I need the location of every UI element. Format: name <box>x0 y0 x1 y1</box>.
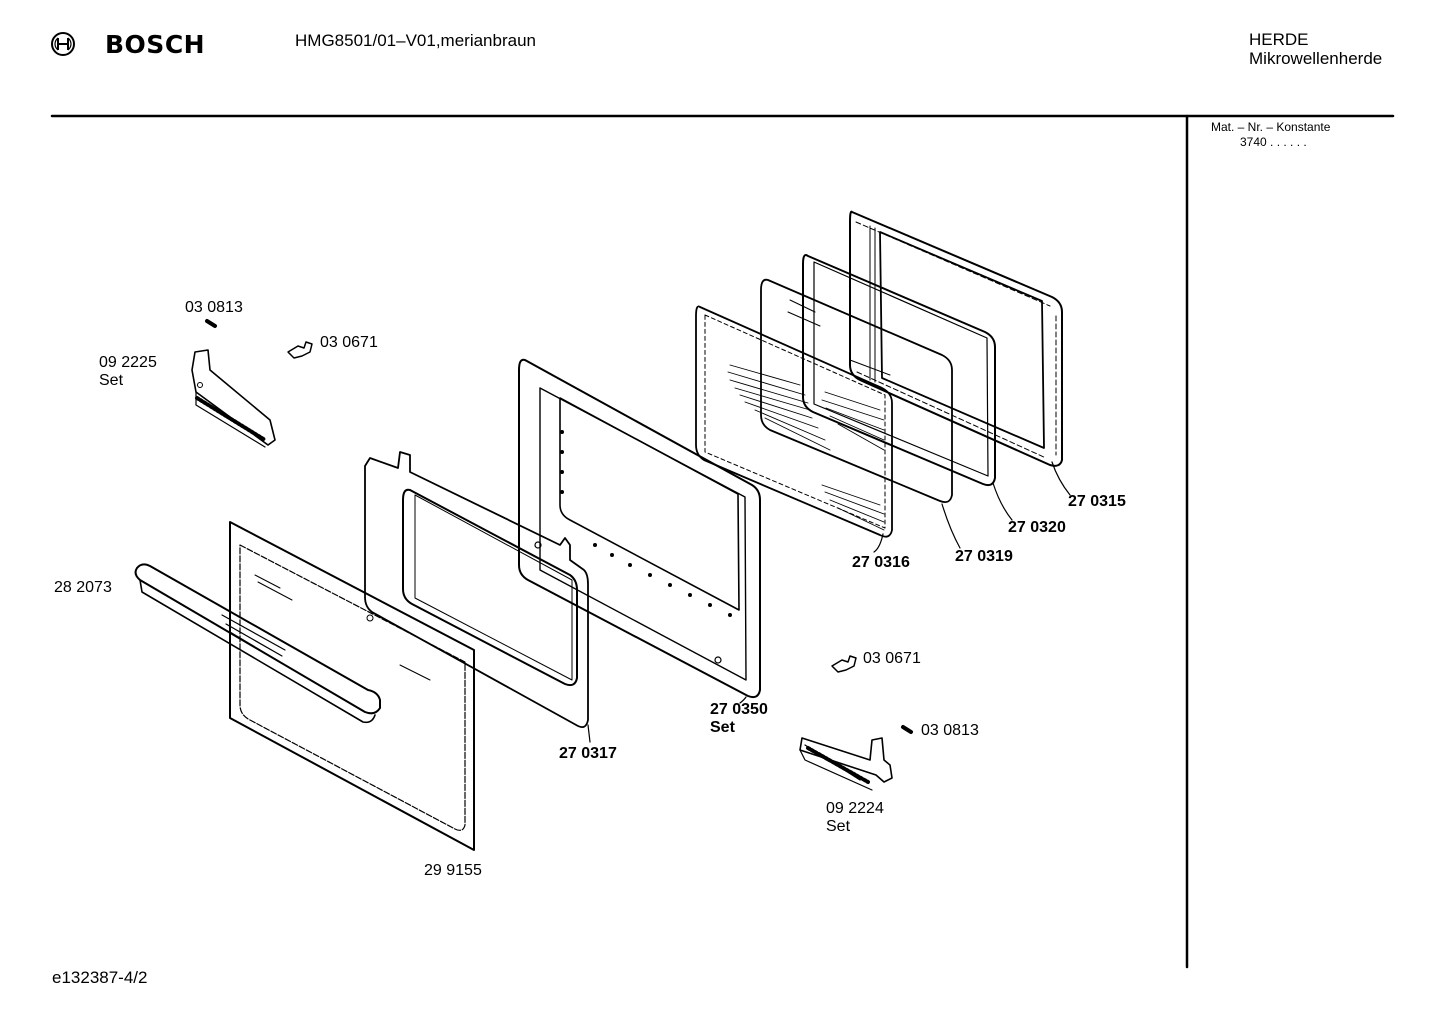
part-label-282073: 28 2073 <box>54 579 112 596</box>
document-id: e132387-4/2 <box>52 968 148 987</box>
mat-nr-label: Mat. – Nr. – Konstante <box>1211 120 1331 134</box>
part-label-270350: 27 0350 <box>710 701 768 718</box>
part-270315-gasket <box>849 210 1063 467</box>
part-label-092225: 09 2225 <box>99 354 157 371</box>
part-label-030671-upper: 03 0671 <box>320 334 378 351</box>
part-label-092224: 09 2224 <box>826 800 884 817</box>
part-030671-clip-lower <box>831 655 857 673</box>
part-label-030671-lower: 03 0671 <box>863 650 921 667</box>
model-number: HMG8501/01–V01,merianbraun <box>295 31 536 50</box>
part-label-299155: 29 9155 <box>424 862 482 879</box>
bosch-logo-icon <box>51 32 75 56</box>
part-270316-mesh-shield <box>695 305 893 538</box>
part-299155-outer-glass <box>229 521 475 851</box>
mat-nr-value: 3740 . . . . . . <box>1240 135 1307 149</box>
part-label-030813-upper: 03 0813 <box>185 299 243 316</box>
part-030813-pin-upper <box>205 319 217 328</box>
part-030671-clip-upper <box>287 341 313 359</box>
part-270319-glass <box>760 278 953 504</box>
category-subtitle: Mikrowellenherde <box>1249 49 1383 68</box>
part-label-270319: 27 0319 <box>955 548 1013 565</box>
category-title: HERDE <box>1249 30 1309 49</box>
part-270350-door-frame <box>518 358 761 699</box>
part-note-092224: Set <box>826 818 851 835</box>
part-270320-frame <box>802 254 996 487</box>
part-282073-handle <box>134 563 381 724</box>
part-label-270315: 27 0315 <box>1068 493 1126 510</box>
part-092224-hinge-right <box>799 737 893 791</box>
part-note-270350: Set <box>710 719 735 736</box>
part-092225-hinge-left <box>191 349 276 448</box>
part-label-270316: 27 0316 <box>852 554 910 571</box>
part-label-270320: 27 0320 <box>1008 519 1066 536</box>
part-270317-glass-frame <box>364 451 589 729</box>
part-note-092225: Set <box>99 372 124 389</box>
part-label-270317: 27 0317 <box>559 745 617 762</box>
part-label-030813-lower: 03 0813 <box>921 722 979 739</box>
part-030813-pin-lower <box>901 725 913 734</box>
brand-name: BOSCH <box>105 30 206 59</box>
